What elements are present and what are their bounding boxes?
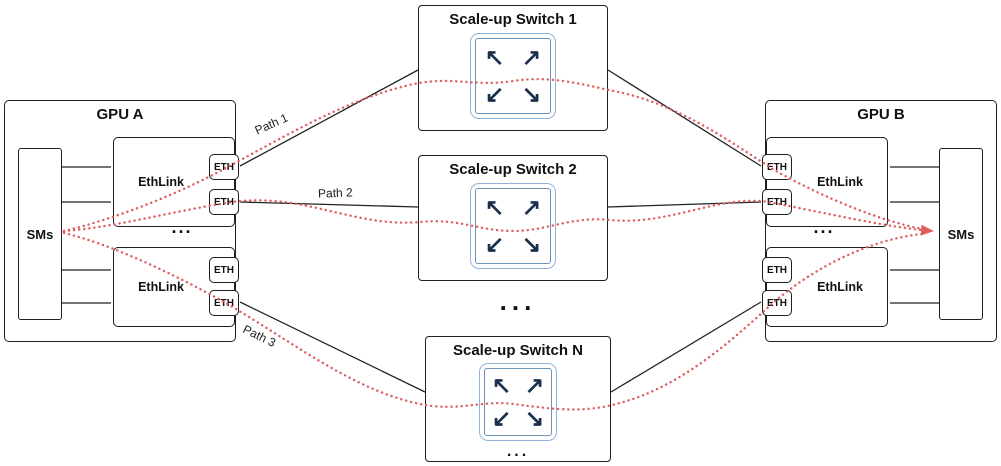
crossbar-switch-icon-inner: ↖ ↗ ↙ ↘	[475, 38, 551, 114]
path-2-label: Path 2	[317, 185, 353, 201]
crossbar-switch-icon: ↖ ↗ ↙ ↘	[479, 363, 557, 441]
link-switch2-b	[607, 201, 762, 208]
gpu-a-ethlink-top-label: EthLink	[138, 175, 184, 189]
arrow-down-left-icon: ↙	[484, 231, 505, 257]
arrow-up-left-icon: ↖	[484, 44, 505, 70]
link-switchn-b	[610, 301, 762, 393]
path-3-label: Path 3	[240, 322, 279, 350]
arrow-down-left-icon: ↙	[484, 81, 505, 107]
arrow-up-left-icon: ↖	[491, 372, 512, 398]
gpu-b-eth-port-4: ETH	[762, 290, 792, 316]
crossbar-switch-icon-inner: ↖ ↗ ↙ ↘	[484, 368, 552, 436]
crossbar-switch-icon: ↖ ↗ ↙ ↘	[470, 183, 556, 269]
arrow-up-right-icon: ↗	[521, 194, 542, 220]
gpu-b-eth-port-2: ETH	[762, 189, 792, 215]
gpu-b-sms-label: SMs	[947, 226, 975, 242]
scale-up-switch-2-title: Scale-up Switch 2	[449, 161, 577, 178]
switches-ellipsis: ...	[499, 286, 537, 316]
gpu-b-ethlink-bottom-label: EthLink	[817, 280, 863, 294]
crossbar-switch-icon: ↖ ↗ ↙ ↘	[470, 33, 556, 119]
gpu-a-eth-port-2: ETH	[209, 189, 239, 215]
path-1-label: Path 1	[252, 110, 291, 138]
gpu-a-sms-box: SMs	[18, 148, 62, 320]
gpu-b-ellipsis: ...	[813, 217, 835, 237]
switch-n-ellipsis: ...	[506, 443, 530, 460]
gpu-a-ellipsis: ...	[171, 217, 193, 237]
scale-up-switch-1-title: Scale-up Switch 1	[449, 11, 577, 28]
arrow-up-left-icon: ↖	[484, 194, 505, 220]
crossbar-switch-icon-inner: ↖ ↗ ↙ ↘	[475, 188, 551, 264]
arrow-down-right-icon: ↘	[521, 231, 542, 257]
arrow-down-right-icon: ↘	[521, 81, 542, 107]
scale-up-switch-2-box: Scale-up Switch 2 ↖ ↗ ↙ ↘	[418, 155, 608, 281]
link-switch1-b	[607, 69, 762, 167]
arrow-up-right-icon: ↗	[524, 372, 545, 398]
gpu-b-title: GPU B	[857, 106, 905, 123]
scale-up-switch-n-title: Scale-up Switch N	[452, 342, 584, 359]
gpu-a-sms-label: SMs	[26, 226, 54, 242]
arrow-up-right-icon: ↗	[521, 44, 542, 70]
scale-up-switch-n-box: Scale-up Switch N ↖ ↗ ↙ ↘ ...	[425, 336, 611, 462]
arrow-down-right-icon: ↘	[524, 405, 545, 431]
gpu-a-eth-port-3: ETH	[209, 257, 239, 283]
gpu-a-eth-port-1: ETH	[209, 154, 239, 180]
gpu-b-sms-box: SMs	[939, 148, 983, 320]
gpu-b-ethlink-top-label: EthLink	[817, 175, 863, 189]
gpu-b-eth-port-3: ETH	[762, 257, 792, 283]
gpu-a-title: GPU A	[96, 106, 144, 123]
gpu-a-ethlink-bottom-label: EthLink	[138, 280, 184, 294]
link-a-switch2	[239, 201, 419, 208]
gpu-a-eth-port-4: ETH	[209, 290, 239, 316]
scale-up-switch-1-box: Scale-up Switch 1 ↖ ↗ ↙ ↘	[418, 5, 608, 131]
gpu-b-eth-port-1: ETH	[762, 154, 792, 180]
arrow-down-left-icon: ↙	[491, 405, 512, 431]
